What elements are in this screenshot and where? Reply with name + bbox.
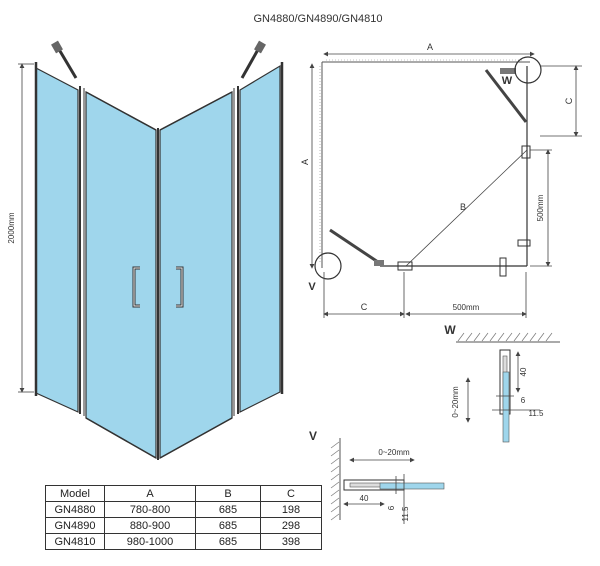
detail-w-title: W [444, 323, 456, 337]
table-cell: 685 [195, 517, 261, 534]
right-door-glass [159, 91, 233, 460]
table-header-c: C [260, 485, 322, 502]
left-door-handle [132, 266, 140, 308]
detail-v-dim-0-20: 0~20mm [378, 448, 410, 457]
table-cell: 198 [260, 501, 322, 518]
plan-view: A A B W V C 500m [300, 42, 582, 318]
table-header-model: Model [45, 485, 105, 502]
detail-w-marker-circle [514, 56, 542, 84]
model-spec-table: Model A B C GN4880 780-800 685 198 GN489… [45, 485, 322, 550]
plan-dim-a-top: A [427, 42, 433, 52]
detail-v-marker-circle [314, 252, 342, 280]
table-cell: GN4880 [45, 501, 105, 518]
detail-v-marker: V [308, 281, 316, 293]
right-door-handle [176, 266, 184, 308]
detail-w-dim-11-5: 11.5 [529, 409, 545, 418]
plan-dim-500-bottom: 500mm [453, 303, 480, 312]
left-support-bar [51, 40, 78, 79]
plan-dim-500-right: 500mm [536, 194, 545, 221]
plan-dim-a-side: A [300, 159, 310, 165]
table-header-b: B [195, 485, 261, 502]
table-row: GN4890 880-900 685 298 [45, 517, 322, 534]
detail-w-dim-0-20: 0~20mm [451, 386, 460, 418]
detail-v-dim-6: 6 [387, 505, 396, 510]
height-dimension-label: 2000mm [7, 212, 16, 243]
table-header-row: Model A B C [45, 485, 322, 502]
detail-v-title: V [309, 429, 317, 443]
right-support-bar [240, 40, 266, 79]
plan-dim-c-right: C [564, 97, 574, 104]
table-cell: 685 [195, 533, 261, 550]
table-row: GN4880 780-800 685 198 [45, 501, 322, 518]
detail-w-dim-6: 6 [521, 396, 526, 405]
plan-dim-c-bottom: C [361, 302, 368, 312]
table-cell: GN4890 [45, 517, 105, 534]
table-cell: 298 [260, 517, 322, 534]
detail-v: V 0~20mm 40 6 11.5 [309, 429, 445, 524]
detail-w-dim-40: 40 [519, 367, 528, 376]
table-cell: 880-900 [104, 517, 196, 534]
right-fixed-glass [239, 64, 281, 413]
table-header-a: A [104, 485, 196, 502]
table-cell: 398 [260, 533, 322, 550]
detail-v-dim-11-5: 11.5 [401, 506, 410, 522]
front-view: 2000mm [7, 40, 284, 460]
detail-w-marker: W [502, 75, 513, 87]
detail-w: W 40 0~20mm 6 11.5 [444, 323, 560, 443]
plan-dim-b: B [460, 202, 466, 212]
detail-v-dim-40: 40 [360, 494, 369, 503]
table-cell: 685 [195, 501, 261, 518]
table-row: GN4810 980-1000 685 398 [45, 533, 322, 550]
drawing-title: GN4880/GN4890/GN4810 [253, 13, 382, 25]
left-door-glass [85, 90, 157, 460]
table-cell: 780-800 [104, 501, 196, 518]
left-fixed-glass [35, 67, 79, 413]
table-cell: GN4810 [45, 533, 105, 550]
table-cell: 980-1000 [104, 533, 196, 550]
